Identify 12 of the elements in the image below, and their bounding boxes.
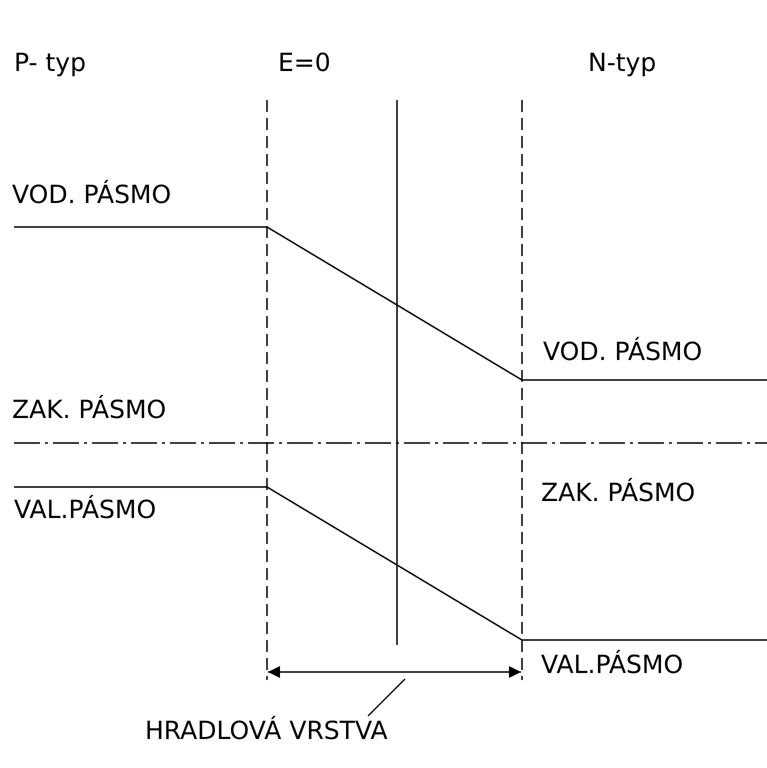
region-label: P- typ <box>14 48 86 78</box>
band-label: VOD. PÁSMO <box>543 337 702 367</box>
band-label: VAL.PÁSMO <box>541 650 684 680</box>
dimension-line <box>268 666 521 678</box>
region-label: N-typ <box>588 48 656 78</box>
callout-label: HRADLOVÁ VRSTVA <box>145 716 388 746</box>
band-label: VOD. PÁSMO <box>12 180 172 210</box>
band-label: ZAK. PÁSMO <box>12 395 166 425</box>
band-label: VAL.PÁSMO <box>14 495 156 525</box>
field-label: E=0 <box>278 48 331 78</box>
band-label: ZAK. PÁSMO <box>541 478 696 508</box>
leader-line <box>368 678 406 716</box>
